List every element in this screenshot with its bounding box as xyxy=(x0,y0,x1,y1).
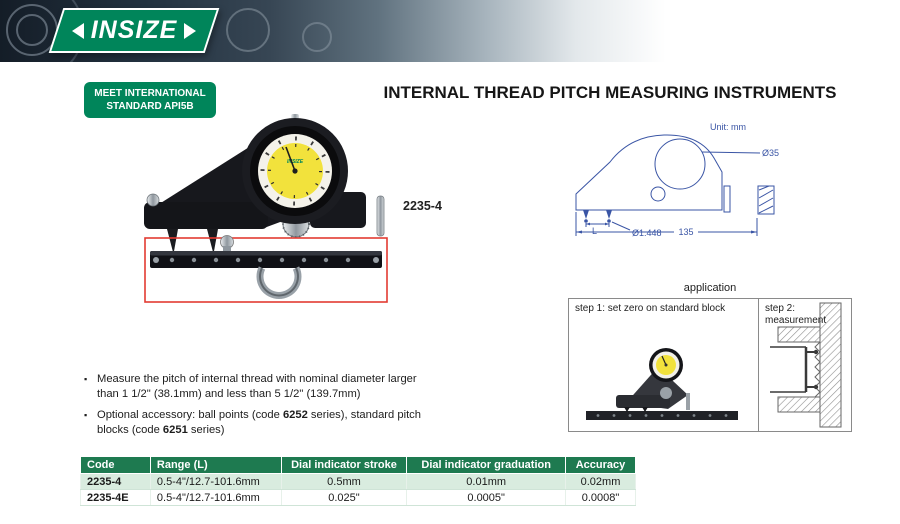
step2-illustration xyxy=(770,302,842,428)
dim-135-label: 135 xyxy=(678,227,693,237)
cell-range: 0.5-4"/12.7-101.6mm xyxy=(149,489,282,506)
note-item: ▪ Optional accessory: ball points (code … xyxy=(84,408,422,437)
cell-range: 0.5-4"/12.7-101.6mm xyxy=(149,473,282,490)
col-header-accuracy: Accuracy xyxy=(565,456,636,474)
step2-label-line1: step 2: xyxy=(765,303,796,314)
note-text-part: series), standard pitch blocks (code xyxy=(97,409,421,436)
standard-badge: MEET INTERNATIONAL STANDARD API5B xyxy=(84,82,216,118)
badge-line2: STANDARD API5B xyxy=(106,101,194,112)
note-text: Measure the pitch of internal thread wit… xyxy=(97,373,417,400)
cell-stroke: 0.5mm xyxy=(280,473,408,490)
page-title: INTERNAL THREAD PITCH MEASURING INSTRUME… xyxy=(383,83,837,102)
logo-text: INSIZE xyxy=(90,16,178,44)
drawing-labels: Unit: mm Ø35 L Ø1.448 135 xyxy=(592,122,779,238)
model-label: 2235-4 xyxy=(403,199,442,213)
step1-label: step 1: set zero on standard block xyxy=(575,303,726,314)
standard-pitch-block xyxy=(150,235,382,299)
application-caption: application xyxy=(683,282,737,294)
insize-logo: INSIZE xyxy=(48,8,220,53)
dim-l-label: L xyxy=(592,226,597,236)
bullet-icon: ▪ xyxy=(84,374,88,384)
header-banner: INSIZE xyxy=(0,0,900,62)
logo-arrow-left-icon xyxy=(71,22,84,39)
dial-gauge: INSIZE xyxy=(242,118,348,224)
logo-arrow-right-icon xyxy=(184,22,197,39)
col-header-range: Range (L) xyxy=(149,456,282,474)
application-box: step 1: set zero on standard block xyxy=(568,298,852,432)
note-code: 6251 xyxy=(162,423,188,436)
col-header-stroke: Dial indicator stroke xyxy=(280,456,408,474)
table-header-row: Code Range (L) Dial indicator stroke Dia… xyxy=(80,456,636,474)
gear-decor xyxy=(226,8,270,52)
insize-logo-inner: INSIZE xyxy=(58,10,210,51)
cell-code: 2235-4E xyxy=(80,489,151,506)
col-header-code: Code xyxy=(80,456,151,474)
bullet-icon: ▪ xyxy=(84,410,88,420)
turbine-decor xyxy=(16,14,48,46)
accessory-highlight-box xyxy=(144,237,388,303)
note-item: ▪ Measure the pitch of internal thread w… xyxy=(84,372,422,401)
technical-drawing: Unit: mm Ø35 L Ø1.448 135 xyxy=(575,122,779,238)
product-photo: INSIZE xyxy=(144,114,388,303)
cell-accuracy: 0.02mm xyxy=(565,473,636,490)
cell-accuracy: 0.0008" xyxy=(565,489,636,506)
application-step2-panel: step 2: measurement xyxy=(759,299,851,431)
table-row: 2235-4E 0.5-4"/12.7-101.6mm 0.025" 0.000… xyxy=(80,489,636,506)
spec-table: Code Range (L) Dial indicator stroke Dia… xyxy=(80,456,636,506)
step1-illustration xyxy=(586,348,738,420)
cell-stroke: 0.025" xyxy=(280,489,408,506)
cell-graduation: 0.01mm xyxy=(406,473,566,490)
note-text-part: series) xyxy=(187,423,225,436)
dial-brand-label: INSIZE xyxy=(287,159,304,165)
col-header-graduation: Dial indicator graduation xyxy=(406,456,566,474)
step2-label-line2: measurement xyxy=(765,315,827,326)
note-text-part: Optional accessory: ball points (code xyxy=(97,409,283,421)
cell-graduation: 0.0005" xyxy=(406,489,566,506)
step2-label: step 2: measurement xyxy=(759,299,851,327)
drawing-outline xyxy=(575,134,775,236)
cell-code: 2235-4 xyxy=(80,473,151,490)
badge-line1: MEET INTERNATIONAL xyxy=(94,88,206,99)
note-text: Optional accessory: ball points (code 62… xyxy=(97,408,422,437)
application-step1-panel: step 1: set zero on standard block xyxy=(569,299,759,431)
unit-label: Unit: mm xyxy=(710,122,746,132)
note-code: 6252 xyxy=(282,409,308,421)
dim-ball-label: Ø1.448 xyxy=(632,228,662,238)
dim-dia35-label: Ø35 xyxy=(762,148,779,158)
notes: ▪ Measure the pitch of internal thread w… xyxy=(84,372,422,444)
gear-decor xyxy=(302,22,332,52)
drawing-arrows xyxy=(576,210,757,234)
table-row: 2235-4 0.5-4"/12.7-101.6mm 0.5mm 0.01mm … xyxy=(80,473,636,490)
